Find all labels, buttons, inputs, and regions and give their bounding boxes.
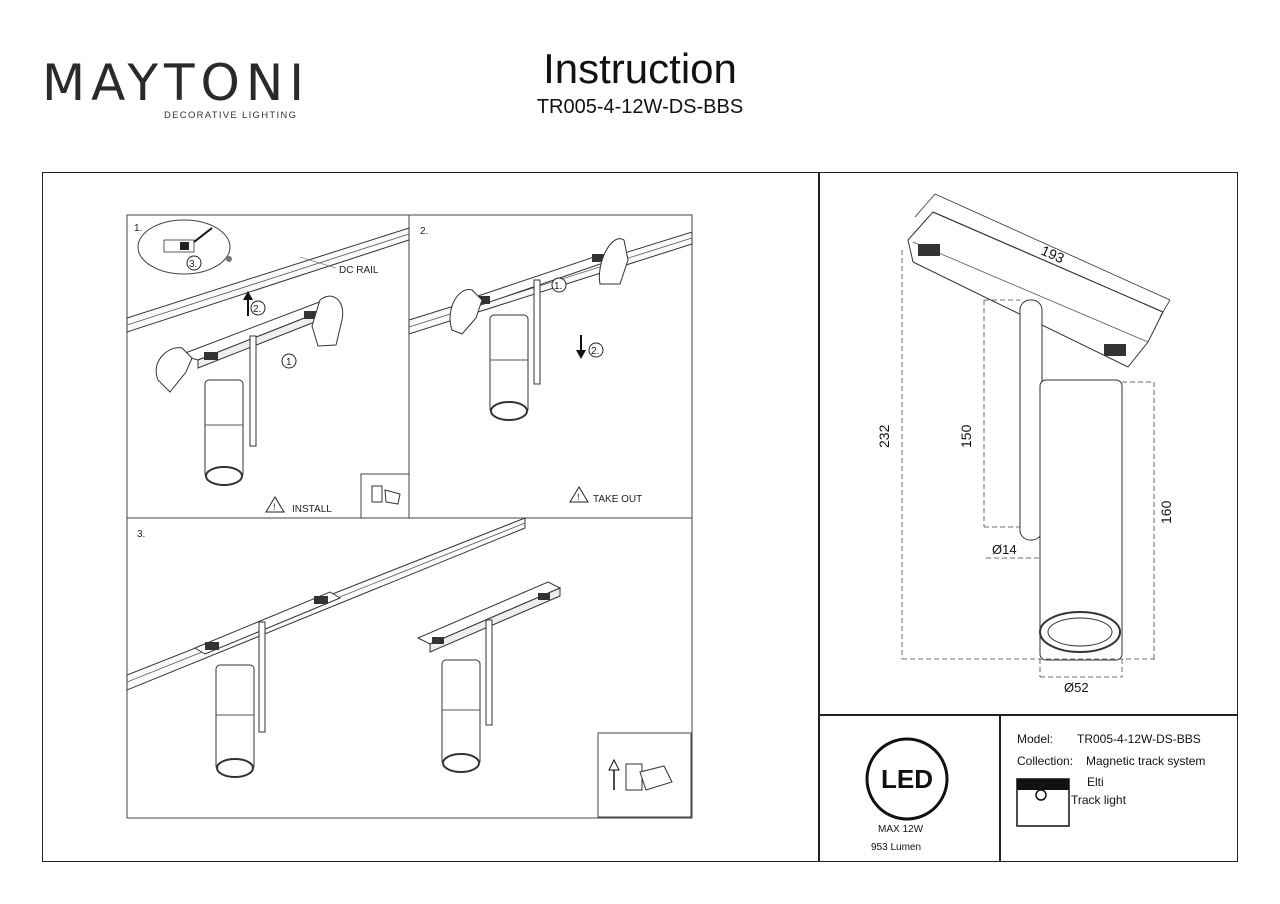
led-power: MAX 12W — [878, 824, 924, 835]
svg-text:!: ! — [577, 492, 580, 502]
installation-steps: 1. DC RAIL 3. 2. 1 ! INSTALL 2. 1. 2. ! … — [126, 214, 693, 819]
step-1-sub-2: 2. — [253, 304, 261, 315]
brand-logo: MAYTONI — [42, 54, 311, 112]
led-lumen: 953 Lumen — [871, 842, 922, 853]
step-2-number: 2. — [420, 226, 428, 237]
step-1-sub-1: 1 — [286, 357, 292, 368]
step-1-sub-3: 3. — [189, 259, 197, 270]
step-2-sub-2: 2. — [591, 346, 599, 357]
warning-icon: ! — [569, 486, 589, 503]
step-1-illustration — [126, 219, 410, 519]
led-icon: LED — [865, 737, 949, 821]
step-2-caption: TAKE OUT — [593, 494, 642, 505]
dim-body-diameter-label: Ø52 — [1064, 680, 1089, 695]
vertical-divider — [818, 172, 820, 862]
step-1-caption: INSTALL — [292, 504, 332, 515]
dim-arm-diameter-label: Ø14 — [992, 542, 1017, 557]
led-badge-text: LED — [881, 764, 933, 794]
step-3-illustration — [126, 517, 692, 818]
page-title: Instruction — [543, 45, 737, 92]
outer-frame — [42, 172, 1238, 862]
spec-model-label: Model: — [1017, 732, 1054, 746]
dim-body-height-label: 160 — [1158, 500, 1174, 524]
warning-icon: ! — [265, 496, 285, 513]
step-1-callout: DC RAIL — [339, 265, 379, 276]
step-3-number: 3. — [137, 529, 145, 540]
dim-total-height-label: 232 — [876, 424, 892, 448]
track-light-icon — [1016, 778, 1070, 827]
dim-arm-height-label: 150 — [958, 424, 974, 448]
spec-collection-label: Collection: — [1017, 754, 1074, 768]
spec-model-value: TR005-4-12W-DS-BBS — [1077, 732, 1201, 746]
svg-text:!: ! — [273, 502, 276, 512]
model-heading: TR005-4-12W-DS-BBS — [536, 96, 744, 118]
step-2-illustration — [408, 231, 693, 421]
spec-collection-name: Elti — [1087, 775, 1104, 789]
spec-column-divider — [999, 714, 1001, 862]
dimension-drawing: 193 232 150 160 Ø14 Ø52 — [876, 193, 1174, 695]
brand-tagline: DECORATIVE LIGHTING — [164, 110, 298, 121]
spec-divider — [818, 714, 1238, 716]
spec-collection-value: Magnetic track system — [1086, 754, 1206, 768]
step-2-sub-1: 1. — [554, 281, 562, 292]
step-1-number: 1. — [134, 223, 142, 234]
spec-type-label: Track light — [1071, 793, 1126, 807]
